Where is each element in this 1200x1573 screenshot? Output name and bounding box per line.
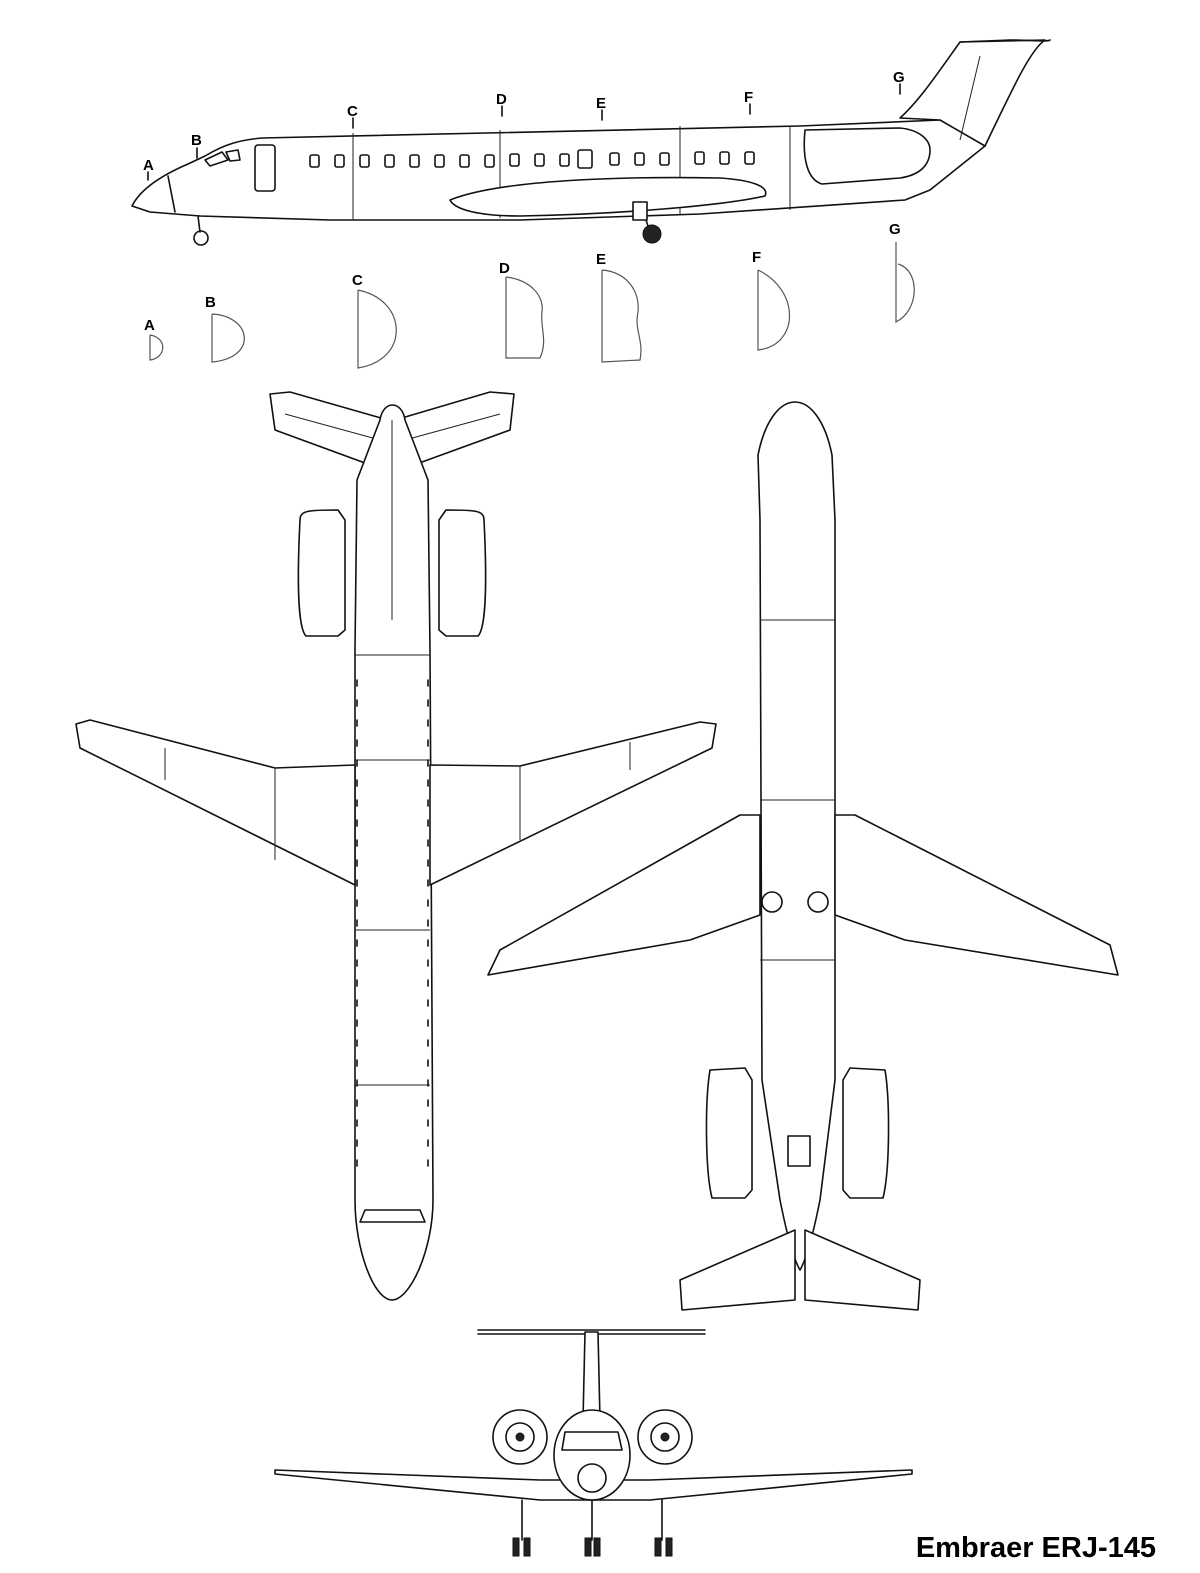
- station-label-b-section: B: [205, 294, 216, 311]
- cabin-windows: [309, 149, 755, 169]
- top-view-window-ticks: [356, 679, 429, 1181]
- station-label-e-side: E: [596, 95, 606, 112]
- drawing-title: Embraer ERJ-145: [915, 1532, 1156, 1564]
- station-label-a-section: A: [144, 317, 155, 334]
- station-label-d-section: D: [499, 260, 510, 277]
- station-label-g-side: G: [893, 69, 905, 86]
- station-label-c-side: C: [347, 103, 358, 120]
- station-label-f-side: F: [744, 89, 753, 106]
- station-label-f-section: F: [752, 249, 761, 266]
- station-label-g-section: G: [889, 221, 901, 238]
- station-label-b-side: B: [191, 132, 202, 149]
- station-label-e-section: E: [596, 251, 606, 268]
- top-view: [75, 391, 717, 1301]
- cross-sections: A B C D E F G: [144, 221, 915, 369]
- front-view: [274, 1329, 913, 1557]
- station-label-c-section: C: [352, 272, 363, 289]
- station-label-a-side: A: [143, 157, 154, 174]
- bottom-view: [487, 401, 1119, 1311]
- station-label-d-side: D: [496, 91, 507, 108]
- side-view: A B C D E F G: [131, 39, 1051, 246]
